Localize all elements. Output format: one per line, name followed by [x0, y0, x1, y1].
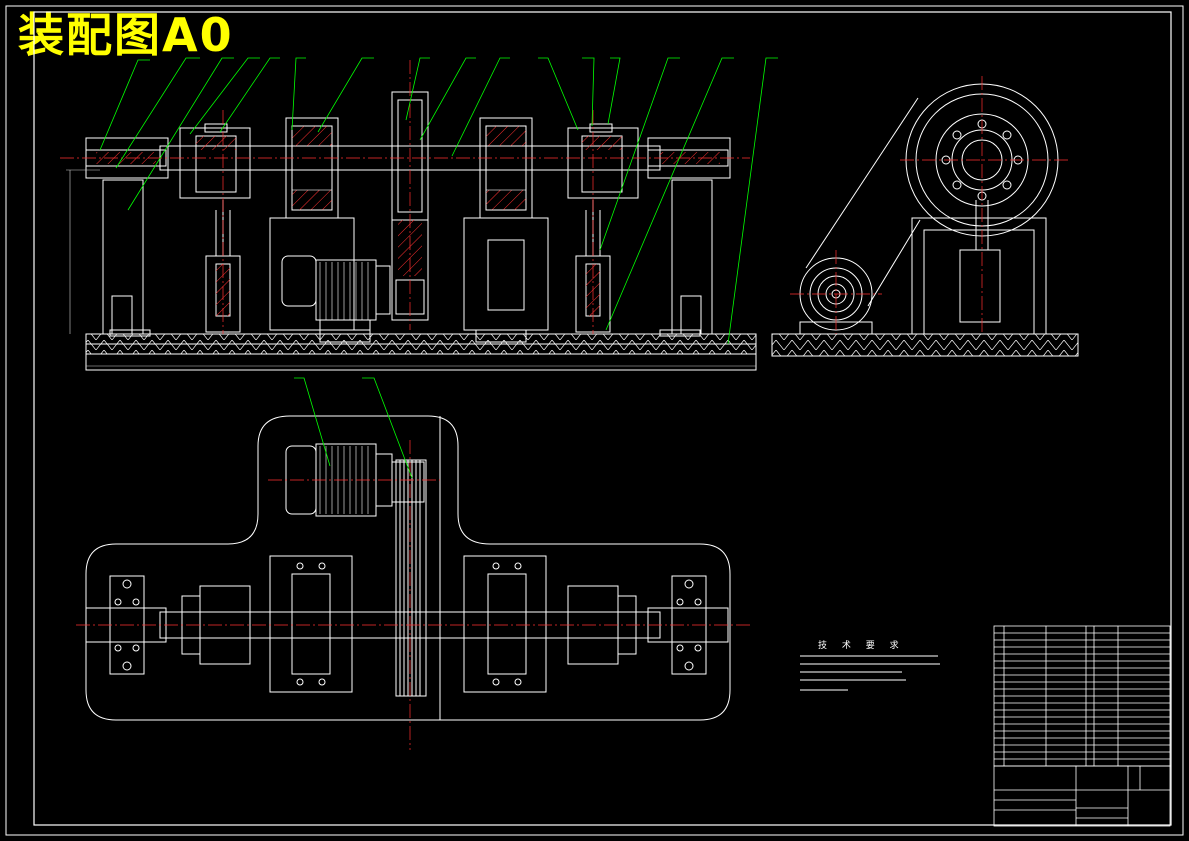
- left-coupling: [179, 127, 251, 199]
- left-support: [102, 179, 144, 335]
- title-block: [993, 625, 1171, 827]
- technical-requirements-lines: [800, 655, 940, 691]
- side-centerlines: [790, 76, 1070, 334]
- top-base-outline: [85, 415, 731, 721]
- right-coupling: [567, 127, 639, 199]
- front-leaders: [99, 57, 778, 345]
- top-centerlines: [76, 440, 750, 750]
- outer-frame: [5, 5, 1184, 836]
- front-centerlines: [60, 60, 750, 334]
- top-view: [85, 415, 731, 721]
- motor: [281, 255, 317, 307]
- inner-frame: [33, 11, 1172, 826]
- right-support: [671, 179, 713, 335]
- top-leaders: [294, 377, 413, 479]
- drawing-title: 装配图A0: [18, 8, 234, 62]
- side-view: [771, 83, 1079, 357]
- belt: [395, 459, 427, 697]
- front-view-sections: [96, 125, 720, 316]
- technical-requirements-title: 技 术 要 求: [818, 641, 905, 651]
